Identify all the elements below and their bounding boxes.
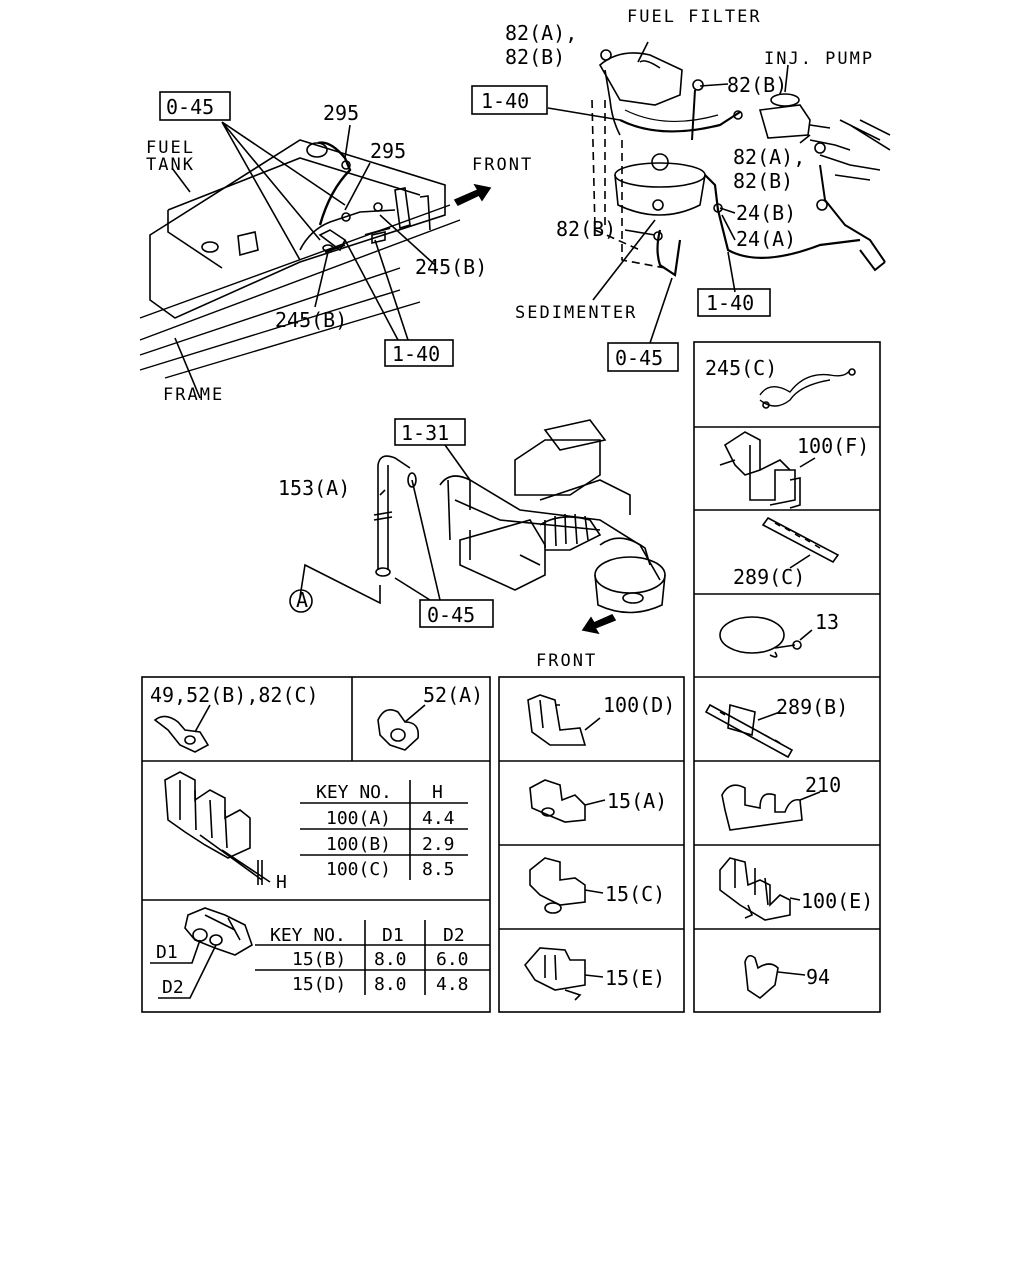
table-h-header-h: H	[432, 782, 443, 803]
circle-a-label: A	[296, 588, 308, 612]
d1-label: D1	[156, 942, 178, 963]
table-d-header-d2: D2	[443, 925, 465, 946]
ref-box-0-45-text: 0-45	[166, 95, 214, 119]
ref-box-1-40-filter	[471, 85, 548, 115]
table-d-row-d1: 8.0	[374, 974, 407, 995]
table-h: KEY NO. H 100(A) 4.4 100(B) 2.9 100(C) 8…	[300, 780, 468, 880]
ref-box-1-31-text: 1-31	[401, 421, 449, 445]
cell-289b: 289(B)	[704, 695, 848, 759]
callout-245b-a: 245(B)	[415, 255, 487, 279]
front-label-top: FRONT	[472, 155, 533, 175]
ref-box-0-45-mid	[419, 599, 494, 628]
clip-15-drawing	[150, 907, 253, 999]
inj-pump-label: INJ. PUMP	[764, 49, 874, 69]
cell-94: 94	[744, 954, 830, 1000]
table-d-header-d1: D1	[382, 925, 404, 946]
h-dimension-label: H	[276, 872, 287, 893]
table-d-row-key: 15(B)	[292, 949, 346, 970]
table-d-row-d2: 6.0	[436, 949, 469, 970]
ref-box-1-40-tank-text: 1-40	[392, 342, 440, 366]
reference-circle-a	[289, 589, 313, 613]
table-d: KEY NO. D1 D2 15(B) 8.0 6.0 15(D) 8.0 4.…	[255, 920, 490, 995]
cell-15e: 15(E)	[523, 947, 665, 1001]
engine-hose-drawing	[289, 419, 666, 635]
table-h-row-key: 100(B)	[326, 834, 391, 855]
ref-box-1-40-filter-text: 1-40	[481, 89, 529, 113]
callout-82b-right-2: 82(B)	[733, 169, 793, 193]
callout-153a: 153(A)	[278, 476, 350, 500]
callout-82a-top: 82(A),	[505, 21, 577, 45]
cell-289c: 289(C)	[733, 516, 840, 589]
table-h-header-key: KEY NO.	[316, 782, 392, 803]
d2-label: D2	[162, 977, 184, 998]
sedimenter-label: SEDIMENTER	[515, 303, 637, 323]
center-parts-column	[498, 676, 685, 1013]
cell-100e: 100(E)	[719, 857, 873, 921]
cell-15a: 15(A)	[529, 779, 667, 823]
cell-289c-label: 289(C)	[733, 565, 805, 589]
ref-box-1-40-tank	[384, 339, 454, 367]
fuel-filter-drawing	[547, 41, 891, 344]
fuel-filter-label: FUEL FILTER	[627, 7, 762, 27]
cell-100e-label: 100(E)	[801, 889, 873, 913]
fuel-tank-drawing	[139, 121, 492, 399]
cell-289b-label: 289(B)	[776, 695, 848, 719]
cell-94-label: 94	[806, 965, 830, 989]
cell-100d: 100(D)	[527, 693, 675, 746]
table-h-row-value: 8.5	[422, 859, 455, 880]
cell-49-label: 49,52(B),82(C)	[150, 683, 319, 707]
ref-box-0-45-right	[607, 342, 679, 372]
ref-box-0-45-mid-text: 0-45	[427, 603, 475, 627]
cell-13: 13	[719, 610, 839, 658]
ref-box-0-45-right-text: 0-45	[615, 346, 663, 370]
callout-295-b: 295	[370, 139, 406, 163]
ref-box-1-40-lower	[697, 288, 771, 317]
table-d-row-d1: 8.0	[374, 949, 407, 970]
table-h-row-value: 4.4	[422, 808, 455, 829]
cell-13-label: 13	[815, 610, 839, 634]
table-h-row-value: 2.9	[422, 834, 455, 855]
left-parts-column	[141, 676, 491, 1013]
cell-100f-label: 100(F)	[797, 434, 869, 458]
cell-15c: 15(C)	[529, 857, 665, 914]
cell-15e-label: 15(E)	[605, 966, 665, 990]
fuel-tank-label: FUEL	[146, 138, 195, 158]
callout-24a: 24(A)	[736, 227, 796, 251]
fuel-tank-label-2: TANK	[146, 155, 195, 175]
right-parts-column	[693, 341, 881, 1013]
cell-49: 49,52(B),82(C)	[150, 683, 319, 753]
cell-52a: 52(A)	[377, 683, 483, 751]
front-label-mid: FRONT	[536, 651, 597, 671]
ref-box-1-31	[394, 418, 466, 446]
cell-245c: 245(C)	[705, 356, 856, 409]
cell-52a-label: 52(A)	[423, 683, 483, 707]
cell-245c-label: 245(C)	[705, 356, 777, 380]
table-d-header-key: KEY NO.	[270, 925, 346, 946]
cell-15c-label: 15(C)	[605, 882, 665, 906]
ref-box-0-45-top-left	[159, 91, 231, 121]
table-d-row-d2: 4.8	[436, 974, 469, 995]
callout-24b: 24(B)	[736, 201, 796, 225]
callout-295-a: 295	[323, 101, 359, 125]
frame-label: FRAME	[163, 385, 224, 405]
callout-245b-b: 245(B)	[275, 308, 347, 332]
table-h-row-key: 100(C)	[326, 859, 391, 880]
table-h-row-key: 100(A)	[326, 808, 391, 829]
ref-box-1-40-lower-text: 1-40	[706, 291, 754, 315]
callout-82b-top: 82(B)	[505, 45, 565, 69]
cell-100d-label: 100(D)	[603, 693, 675, 717]
callout-82b-right: 82(B)	[727, 73, 787, 97]
table-d-row-key: 15(D)	[292, 974, 346, 995]
clip-100-drawing	[164, 771, 271, 885]
callout-82b-sedimenter: 82(B)	[556, 217, 616, 241]
cell-100f: 100(F)	[719, 431, 869, 509]
cell-210-label: 210	[805, 773, 841, 797]
cell-210: 210	[721, 773, 841, 831]
callout-82a-right: 82(A),	[733, 145, 805, 169]
cell-15a-label: 15(A)	[607, 789, 667, 813]
